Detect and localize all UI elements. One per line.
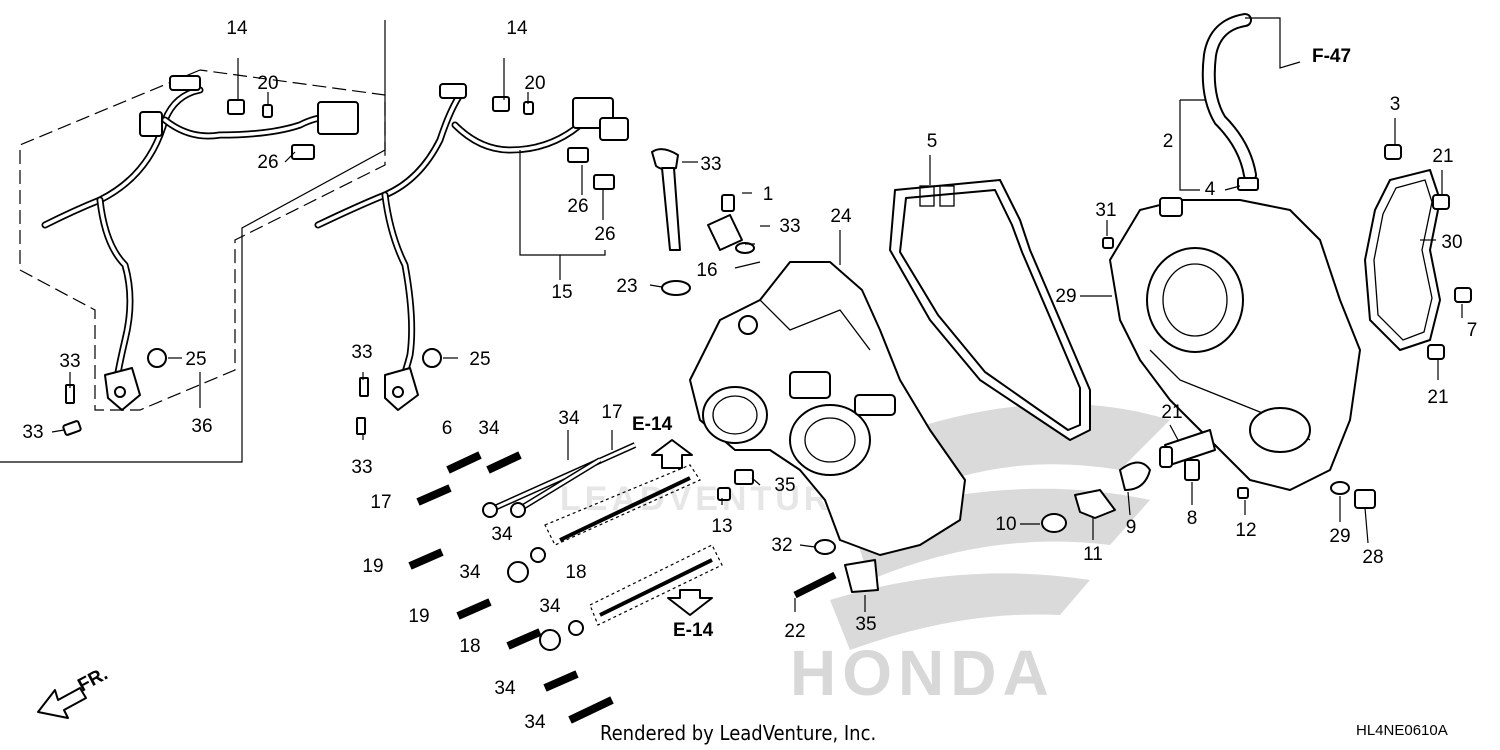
bolts-33	[62, 194, 735, 436]
callout-label: 33	[351, 457, 372, 478]
callout-label: 16	[696, 260, 717, 281]
rendered-by-label: Rendered by LeadVenture, Inc.	[600, 721, 876, 745]
callout-label: 20	[524, 73, 545, 94]
callout-label: 12	[1235, 520, 1256, 541]
right-crankcase-cover-3	[1109, 197, 1361, 491]
callout-label: 21	[1161, 402, 1182, 423]
callout-label: 33	[351, 342, 372, 363]
long-bolts-17	[482, 442, 637, 518]
callout-label: 17	[370, 492, 391, 513]
callout-label: 26	[257, 152, 278, 173]
callout-label: 35	[774, 475, 795, 496]
callout-label: 33	[59, 351, 80, 372]
ref-e14-up: E-14	[632, 414, 673, 435]
callout-label: 21	[1432, 146, 1453, 167]
callout-label: 14	[226, 18, 248, 39]
callout-label: 33	[700, 154, 721, 175]
gasket-7	[1364, 169, 1441, 351]
callout-label: 5	[927, 131, 938, 152]
callout-label: 3	[1390, 94, 1401, 115]
callout-label: 34	[494, 678, 516, 699]
ref-e14-down: E-14	[673, 620, 714, 641]
callout-label: 34	[539, 596, 561, 617]
callout-label: 13	[711, 516, 732, 537]
dipstick-1	[651, 148, 691, 296]
callout-label: 32	[771, 535, 792, 556]
callout-label: 18	[459, 636, 480, 657]
e14-arrows	[651, 439, 713, 616]
callout-label: 26	[594, 224, 615, 245]
callout-label: 25	[185, 349, 206, 370]
callout-label: 17	[601, 402, 622, 423]
diagram-code: HL4NE0610A	[1356, 722, 1448, 739]
misc-small-parts	[717, 469, 879, 599]
callout-label: 28	[1362, 547, 1383, 568]
callout-label: 36	[191, 416, 212, 437]
callout-label: 34	[491, 524, 513, 545]
callout-label: 31	[1095, 200, 1116, 221]
callout-label: 11	[1083, 544, 1103, 565]
callout-label: 33	[779, 216, 800, 237]
callout-label: 4	[1205, 179, 1216, 200]
callout-label: 26	[567, 196, 588, 217]
callout-label: 15	[551, 282, 572, 303]
callout-label: 29	[1329, 526, 1350, 547]
short-bolts-34	[408, 451, 614, 724]
callout-label: 25	[469, 349, 490, 370]
callout-label: 29	[1055, 286, 1076, 307]
dowel-pins	[1102, 144, 1472, 499]
watermark-text: LEADVENTURE	[560, 480, 859, 518]
front-arrow: FR.	[37, 664, 111, 719]
harness-small-parts	[147, 96, 615, 368]
callout-label: 21	[1427, 387, 1448, 408]
left-crankcase-cover-5	[689, 261, 966, 556]
callout-label: 34	[478, 418, 500, 439]
callout-label: 2	[1163, 131, 1174, 152]
callout-label: 34	[558, 408, 580, 429]
callout-label: 6	[442, 418, 453, 439]
callout-label: 34	[524, 712, 546, 733]
wire-harness-15	[314, 83, 629, 411]
harness-frame-left	[0, 20, 386, 463]
callout-label: 1	[763, 184, 774, 205]
sensor-16	[707, 214, 761, 269]
gasket-6	[889, 179, 1091, 441]
callout-label: 34	[459, 562, 481, 583]
callout-label: 14	[506, 18, 528, 39]
callouts: 14 20 26 33 25 33 36 14 20 26 26 15 33 2…	[22, 18, 1477, 733]
callout-label: 30	[1441, 232, 1462, 253]
callout-label: 33	[22, 422, 43, 443]
wire-harness-36	[41, 75, 359, 411]
callout-label: 23	[616, 276, 637, 297]
callout-label: 8	[1187, 508, 1198, 529]
ref-f47: F-47	[1312, 46, 1351, 67]
callout-label: 19	[408, 606, 429, 627]
callout-label: 10	[995, 514, 1016, 535]
callout-label: 18	[565, 562, 586, 583]
leader-lines	[51, 17, 1463, 612]
callout-label: 22	[784, 621, 805, 642]
callout-label: 20	[257, 73, 278, 94]
callout-label: 19	[362, 556, 383, 577]
shift-parts	[1041, 429, 1376, 533]
breather-hose-4	[1201, 13, 1259, 191]
callout-label: 35	[855, 614, 876, 635]
callout-label: 7	[1467, 320, 1478, 341]
studs-e14	[544, 464, 723, 626]
callout-label: 24	[830, 206, 852, 227]
callout-label: 9	[1126, 517, 1137, 538]
watermark-brand: HONDA	[790, 637, 1055, 709]
